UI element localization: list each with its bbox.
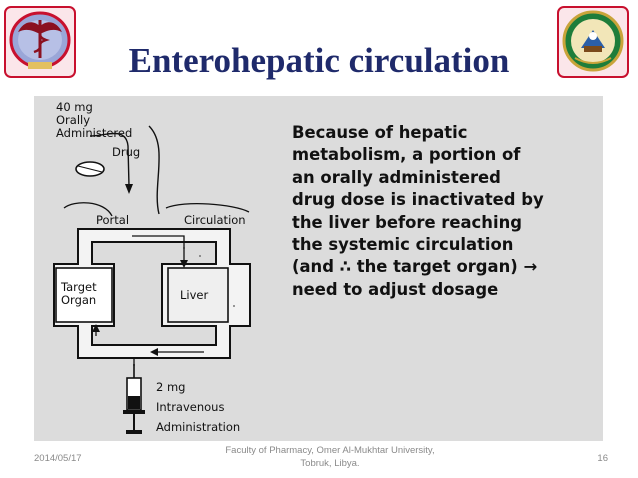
caption-line: need to adjust dosage [292, 279, 598, 301]
caption-line: drug dose is inactivated by [292, 189, 598, 211]
footer-institution: Faculty of Pharmacy, Omer Al-Mukhtar Uni… [200, 444, 460, 470]
slide-title: Enterohepatic circulation [80, 40, 558, 82]
label-portal: Portal [96, 214, 129, 227]
page-number: 16 [588, 452, 608, 465]
enterohepatic-figure: 40 mg Orally Administered Drug Portal Ci… [34, 96, 603, 441]
label-liver: Liver [180, 289, 208, 302]
caption-line: Because of hepatic [292, 122, 598, 144]
university-logo-right [557, 6, 629, 78]
caption-line: the systemic circulation [292, 234, 598, 256]
label-dose-iv: 2 mg [156, 381, 185, 394]
caption-line: (and ∴ the target organ) → [292, 256, 598, 278]
explanation-text: Because of hepatic metabolism, a portion… [292, 122, 598, 301]
label-drug: Drug [112, 146, 140, 159]
footer-institution-line2: Tobruk, Libya. [200, 457, 460, 470]
label-organ: Organ [60, 294, 97, 307]
label-intravenous: Intravenous [156, 401, 224, 414]
footer-institution-line1: Faculty of Pharmacy, Omer Al-Mukhtar Uni… [200, 444, 460, 457]
caption-line: an orally administered [292, 167, 598, 189]
faculty-logo-left [4, 6, 76, 78]
label-administration: Administration [156, 421, 240, 434]
syringe-icon [123, 364, 145, 434]
caption-line: the liver before reaching [292, 212, 598, 234]
caption-line: metabolism, a portion of [292, 144, 598, 166]
footer-date: 2014/05/17 [34, 452, 82, 465]
label-administered: Administered [56, 127, 132, 140]
label-circulation: Circulation [184, 214, 246, 227]
